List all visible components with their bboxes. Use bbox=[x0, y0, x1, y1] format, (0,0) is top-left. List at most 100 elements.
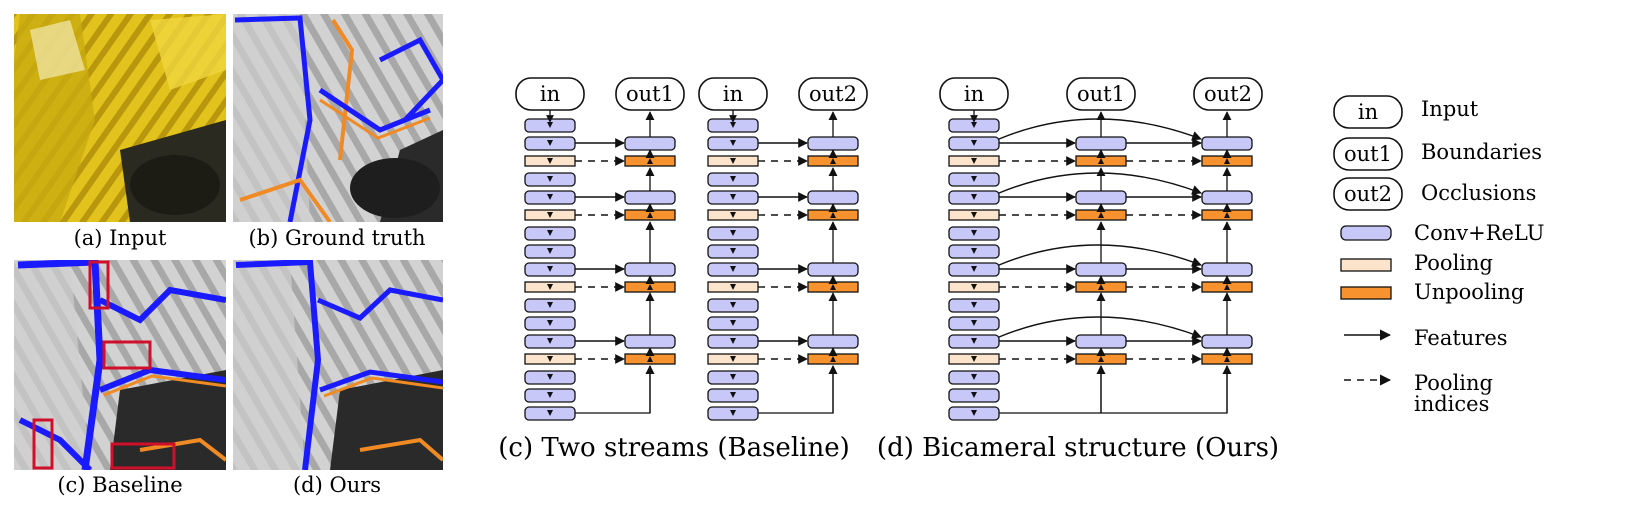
node-out1-bicameral bbox=[1066, 77, 1136, 111]
stream1-flow-marker bbox=[547, 230, 553, 236]
bicameral-decoder1-unpool-marker bbox=[1098, 356, 1104, 362]
stream1-decoder-conv bbox=[624, 136, 676, 151]
legend-conv-label: Conv+ReLU bbox=[1414, 221, 1544, 245]
node-out2-stream2-label: out2 bbox=[809, 82, 857, 106]
stream1-flow-marker bbox=[547, 158, 553, 164]
stream1-decoder-conv bbox=[624, 190, 676, 205]
stream2-flow-marker bbox=[730, 176, 736, 182]
node-out1-bicameral-label: out1 bbox=[1077, 82, 1125, 106]
stream1-flow-marker bbox=[547, 338, 553, 344]
bicameral-skip-arc bbox=[998, 244, 1202, 267]
bicameral-decoder1-decoder-conv bbox=[1075, 262, 1127, 277]
stream2-unpool-marker bbox=[830, 284, 836, 290]
diagram-c-io-nodes: in out1 in out2 bbox=[515, 77, 868, 111]
stream2-flow-marker bbox=[730, 212, 736, 218]
stream1-flow-marker bbox=[547, 410, 553, 416]
stream2-flow-marker bbox=[730, 356, 736, 362]
stream1-unpool-marker bbox=[647, 158, 653, 164]
stream2-flow-marker bbox=[730, 284, 736, 290]
stream1-unpool-marker bbox=[647, 212, 653, 218]
legend-out2-node-text: out2 bbox=[1344, 182, 1392, 206]
bicameral-decoder2-unpool-marker bbox=[1224, 212, 1230, 218]
bicameral-decoder2-unpool-marker bbox=[1224, 356, 1230, 362]
stream2-flow-marker bbox=[730, 122, 736, 128]
bicameral-flow-marker bbox=[971, 140, 977, 146]
stream1-flow-marker bbox=[547, 266, 553, 272]
legend-pooling-indices-label-1: Pooling bbox=[1414, 371, 1493, 395]
caption-ground-truth: (b) Ground truth bbox=[248, 226, 425, 250]
stream2-flow-marker bbox=[730, 302, 736, 308]
legend-pool-label: Pooling bbox=[1414, 251, 1493, 275]
legend: in Input out1 Boundaries out2 Occlusions… bbox=[1333, 95, 1544, 416]
node-in-stream2 bbox=[698, 77, 768, 111]
legend-features-label: Features bbox=[1414, 326, 1508, 350]
bicameral-flow-marker bbox=[971, 230, 977, 236]
stream2-decoder-conv bbox=[807, 190, 859, 205]
node-out2-stream2 bbox=[798, 77, 868, 111]
photo-baseline bbox=[14, 260, 226, 470]
bicameral-flow-marker bbox=[971, 212, 977, 218]
legend-occlusions-label: Occlusions bbox=[1421, 181, 1536, 205]
caption-ours: (d) Ours bbox=[293, 473, 381, 497]
stream1-flow-marker bbox=[547, 176, 553, 182]
bicameral-flow-marker bbox=[971, 122, 977, 128]
legend-out2-node bbox=[1333, 177, 1403, 211]
stream1-bottom-connector bbox=[575, 365, 655, 414]
stream2-flow-marker bbox=[730, 140, 736, 146]
stream1-flow-marker bbox=[547, 284, 553, 290]
stream1-flow-marker bbox=[547, 194, 553, 200]
stream1-flow-marker bbox=[547, 122, 553, 128]
legend-out1-node bbox=[1333, 137, 1403, 171]
bicameral-decoder1-decoder-conv bbox=[1075, 334, 1127, 349]
stream1-flow-marker bbox=[547, 302, 553, 308]
stream1-flow-marker bbox=[547, 212, 553, 218]
legend-unpool-swatch bbox=[1340, 286, 1392, 300]
diagram-d-io-nodes: in out1 out2 bbox=[939, 77, 1263, 111]
caption-baseline: (c) Baseline bbox=[57, 473, 182, 497]
bicameral-decoder1-decoder-conv bbox=[1075, 190, 1127, 205]
legend-in-node bbox=[1333, 95, 1403, 129]
node-in-stream2-label: in bbox=[723, 82, 743, 106]
diagram-two-streams bbox=[524, 110, 859, 421]
node-in-bicameral bbox=[939, 77, 1009, 111]
stream2-flow-marker bbox=[730, 194, 736, 200]
photo-input bbox=[14, 14, 226, 222]
stream1-flow-marker bbox=[547, 374, 553, 380]
bicameral-flow-marker bbox=[971, 320, 977, 326]
bicameral-decoder2-decoder-conv bbox=[1201, 262, 1253, 277]
legend-conv-swatch bbox=[1340, 225, 1392, 241]
node-in-stream1 bbox=[515, 77, 585, 111]
bicameral-decoder1-decoder-conv bbox=[1075, 136, 1127, 151]
stream1-flow-marker bbox=[547, 392, 553, 398]
stream2-flow-marker bbox=[730, 320, 736, 326]
stream1-decoder-conv bbox=[624, 262, 676, 277]
stream1-unpool-marker bbox=[647, 284, 653, 290]
stream1-flow-marker bbox=[547, 320, 553, 326]
stream2-decoder-conv bbox=[807, 334, 859, 349]
bicameral-decoder2-unpool-marker bbox=[1224, 284, 1230, 290]
node-out2-bicameral bbox=[1193, 77, 1263, 111]
legend-out1-node-text: out1 bbox=[1344, 142, 1392, 166]
bicameral-flow-marker bbox=[971, 158, 977, 164]
stream1-flow-marker bbox=[547, 248, 553, 254]
stream2-flow-marker bbox=[730, 374, 736, 380]
legend-unpool-label: Unpooling bbox=[1414, 280, 1524, 304]
bicameral-flow-marker bbox=[971, 410, 977, 416]
bicameral-decoder2-decoder-conv bbox=[1201, 136, 1253, 151]
stream1-unpool-marker bbox=[647, 356, 653, 362]
stream2-decoder-conv bbox=[807, 136, 859, 151]
photo-ours bbox=[233, 260, 443, 470]
legend-in-node-text: in bbox=[1358, 100, 1378, 124]
stream2-unpool-marker bbox=[830, 158, 836, 164]
stream2-flow-marker bbox=[730, 158, 736, 164]
bicameral-decoder2-decoder-conv bbox=[1201, 190, 1253, 205]
caption-input: (a) Input bbox=[74, 226, 167, 250]
legend-pooling-indices-label-2: indices bbox=[1414, 392, 1489, 416]
legend-pool-swatch bbox=[1340, 258, 1392, 272]
bicameral-flow-marker bbox=[971, 248, 977, 254]
caption-bicameral: (d) Bicameral structure (Ours) bbox=[877, 433, 1279, 463]
node-out2-bicameral-label: out2 bbox=[1204, 82, 1252, 106]
bicameral-flow-marker bbox=[971, 338, 977, 344]
bicameral-decoder1-unpool-marker bbox=[1098, 284, 1104, 290]
